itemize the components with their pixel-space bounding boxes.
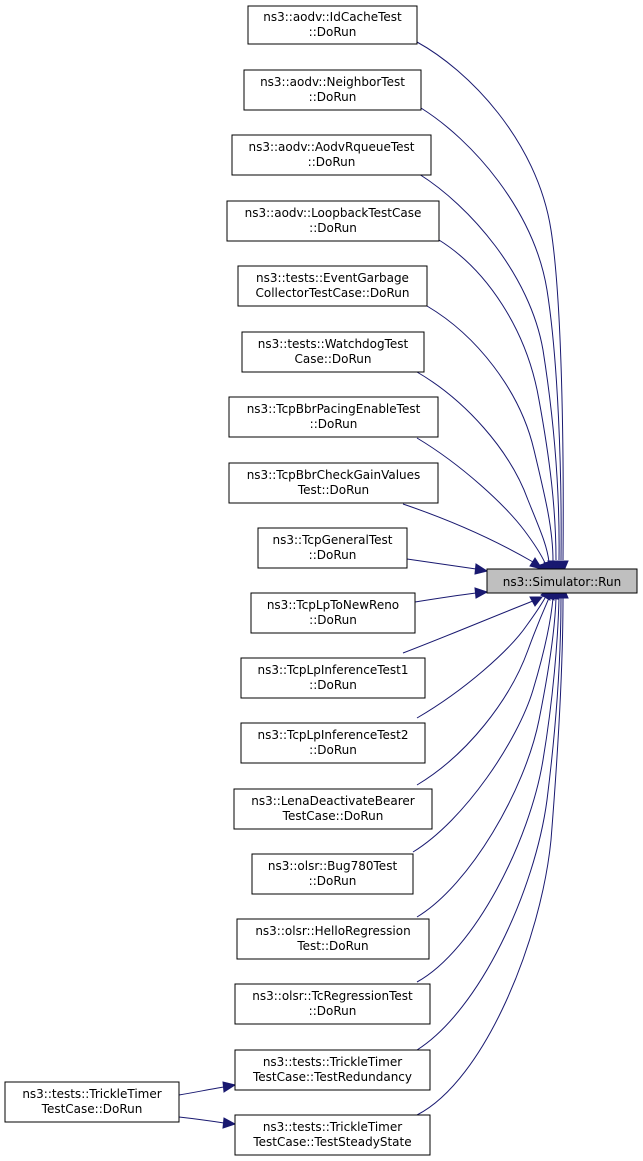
node-label-line2: TestCase::TestSteadyState (252, 1135, 411, 1149)
node-label-line1: ns3::LenaDeactivateBearer (251, 794, 415, 808)
node-bug780test-dorun[interactable]: ns3::olsr::Bug780Test ::DoRun (251, 853, 414, 895)
node-label-line2: ::DoRun (309, 743, 357, 757)
node-label-line1: ns3::aodv::AodvRqueueTest (248, 140, 414, 154)
node-label-line2: ::DoRun (309, 678, 357, 692)
edge-trickledorun-to-teststeadystate (178, 1116, 237, 1129)
node-idcachetest-dorun[interactable]: ns3::aodv::IdCacheTest ::DoRun (247, 5, 418, 45)
node-label-line1: ns3::TcpLpInferenceTest1 (257, 663, 408, 677)
node-testredundancy[interactable]: ns3::tests::TrickleTimer TestCase::TestR… (234, 1049, 431, 1091)
node-tcregression-dorun[interactable]: ns3::olsr::TcRegressionTest ::DoRun (234, 983, 431, 1025)
node-aodvrqueuetest-dorun[interactable]: ns3::aodv::AodvRqueueTest ::DoRun (231, 134, 432, 176)
node-label-line2: ::DoRun (309, 548, 357, 562)
node-label-line2: Case::DoRun (294, 352, 371, 366)
node-lenadeactivate-dorun[interactable]: ns3::LenaDeactivateBearer TestCase::DoRu… (233, 788, 433, 830)
edge-idcachetest-to-run (416, 41, 569, 575)
node-label-line1: ns3::TcpGeneralTest (272, 533, 392, 547)
node-neighbortest-dorun[interactable]: ns3::aodv::NeighborTest ::DoRun (243, 69, 422, 111)
node-label-line2: ::DoRun (309, 221, 357, 235)
edge-neighbortest-to-run (420, 107, 567, 575)
node-tcplpinference1-dorun[interactable]: ns3::TcpLpInferenceTest1 ::DoRun (240, 657, 426, 699)
edge-lenadeactivate-to-run (416, 586, 555, 786)
node-eventgarbage-dorun[interactable]: ns3::tests::EventGarbage CollectorTestCa… (237, 265, 428, 307)
node-label-line1: ns3::olsr::HelloRegression (255, 924, 410, 938)
edge-loopbacktestcase-to-run (438, 239, 562, 575)
edge-tcpbbrcheckgain-to-run (402, 503, 544, 570)
node-label-line1: ns3::aodv::NeighborTest (260, 75, 405, 89)
node-trickletimer-dorun[interactable]: ns3::tests::TrickleTimer TestCase::DoRun (4, 1081, 180, 1123)
node-loopbacktestcase-dorun[interactable]: ns3::aodv::LoopbackTestCase ::DoRun (226, 200, 440, 242)
node-tcplpinference2-dorun[interactable]: ns3::TcpLpInferenceTest2 ::DoRun (240, 722, 426, 764)
node-label-line1: ns3::tests::WatchdogTest (258, 337, 409, 351)
edge-tcplptonewreno-to-run (414, 587, 489, 603)
node-label-line2: ::DoRun (309, 1004, 357, 1018)
node-tcpbbrpacing-dorun[interactable]: ns3::TcpBbrPacingEnableTest ::DoRun (228, 396, 439, 438)
node-label-line1: ns3::tests::TrickleTimer (263, 1120, 402, 1134)
target-node[interactable]: ns3::Simulator::Run (486, 568, 638, 594)
edge-trickledorun-to-testredundancy (178, 1081, 237, 1096)
edge-tcregression-to-run (416, 584, 565, 983)
node-label-line1: ns3::aodv::LoopbackTestCase (245, 206, 422, 220)
edge-helloregression-to-run (416, 584, 562, 918)
node-label-line2: ::DoRun (309, 90, 357, 104)
edge-aodvrqueuetest-to-run (418, 173, 565, 575)
node-label-line2: TestCase::TestRedundancy (252, 1070, 412, 1084)
edge-testredundancy-to-run (416, 584, 567, 1051)
node-label-line2: TestCase::DoRun (282, 809, 384, 823)
edge-tcpbbrpacing-to-run (416, 437, 551, 577)
edge-tcplpinference1-to-run (402, 596, 544, 654)
node-watchdogtest-dorun[interactable]: ns3::tests::WatchdogTest Case::DoRun (241, 331, 425, 373)
node-label-line2: TestCase::DoRun (41, 1102, 143, 1116)
node-label-line2: ::DoRun (309, 25, 357, 39)
node-label-line2: ::DoRun (310, 417, 358, 431)
node-label-line1: ns3::TcpBbrCheckGainValues (247, 468, 421, 482)
node-label-line2: Test::DoRun (296, 939, 368, 953)
edge-tcpgeneraltest-to-run (406, 558, 489, 575)
node-tcpgeneraltest-dorun[interactable]: ns3::TcpGeneralTest ::DoRun (257, 527, 408, 569)
node-label-line1: ns3::tests::EventGarbage (256, 271, 409, 285)
node-label-line1: ns3::tests::TrickleTimer (263, 1055, 402, 1069)
node-label-line2: ::DoRun (309, 874, 357, 888)
node-helloregression-dorun[interactable]: ns3::olsr::HelloRegression Test::DoRun (236, 918, 430, 960)
edge-teststeadystate-to-run (416, 584, 569, 1116)
node-label-line1: ns3::olsr::Bug780Test (268, 859, 398, 873)
node-label-line1: ns3::TcpLpInferenceTest2 (257, 728, 408, 742)
edge-eventgarbage-to-run (426, 305, 559, 575)
node-label-line1: ns3::aodv::IdCacheTest (263, 10, 402, 24)
node-label-line2: ::DoRun (309, 613, 357, 627)
node-label-line2: Test::DoRun (297, 483, 369, 497)
target-node-label: ns3::Simulator::Run (503, 575, 621, 589)
node-label-line2: CollectorTestCase::DoRun (255, 286, 409, 300)
node-tcplptonewreno-dorun[interactable]: ns3::TcpLpToNewReno ::DoRun (250, 592, 416, 634)
node-label-line1: ns3::TcpBbrPacingEnableTest (247, 402, 421, 416)
node-label-line1: ns3::tests::TrickleTimer (22, 1087, 161, 1101)
edge-bug780test-to-run (412, 585, 559, 853)
node-teststeadystate[interactable]: ns3::tests::TrickleTimer TestCase::TestS… (234, 1114, 431, 1156)
node-label-line2: ::DoRun (308, 155, 356, 169)
node-label-line1: ns3::TcpLpToNewReno (267, 598, 399, 612)
node-label-line1: ns3::olsr::TcRegressionTest (252, 989, 413, 1003)
node-tcpbbrcheckgain-dorun[interactable]: ns3::TcpBbrCheckGainValues Test::DoRun (228, 462, 439, 504)
